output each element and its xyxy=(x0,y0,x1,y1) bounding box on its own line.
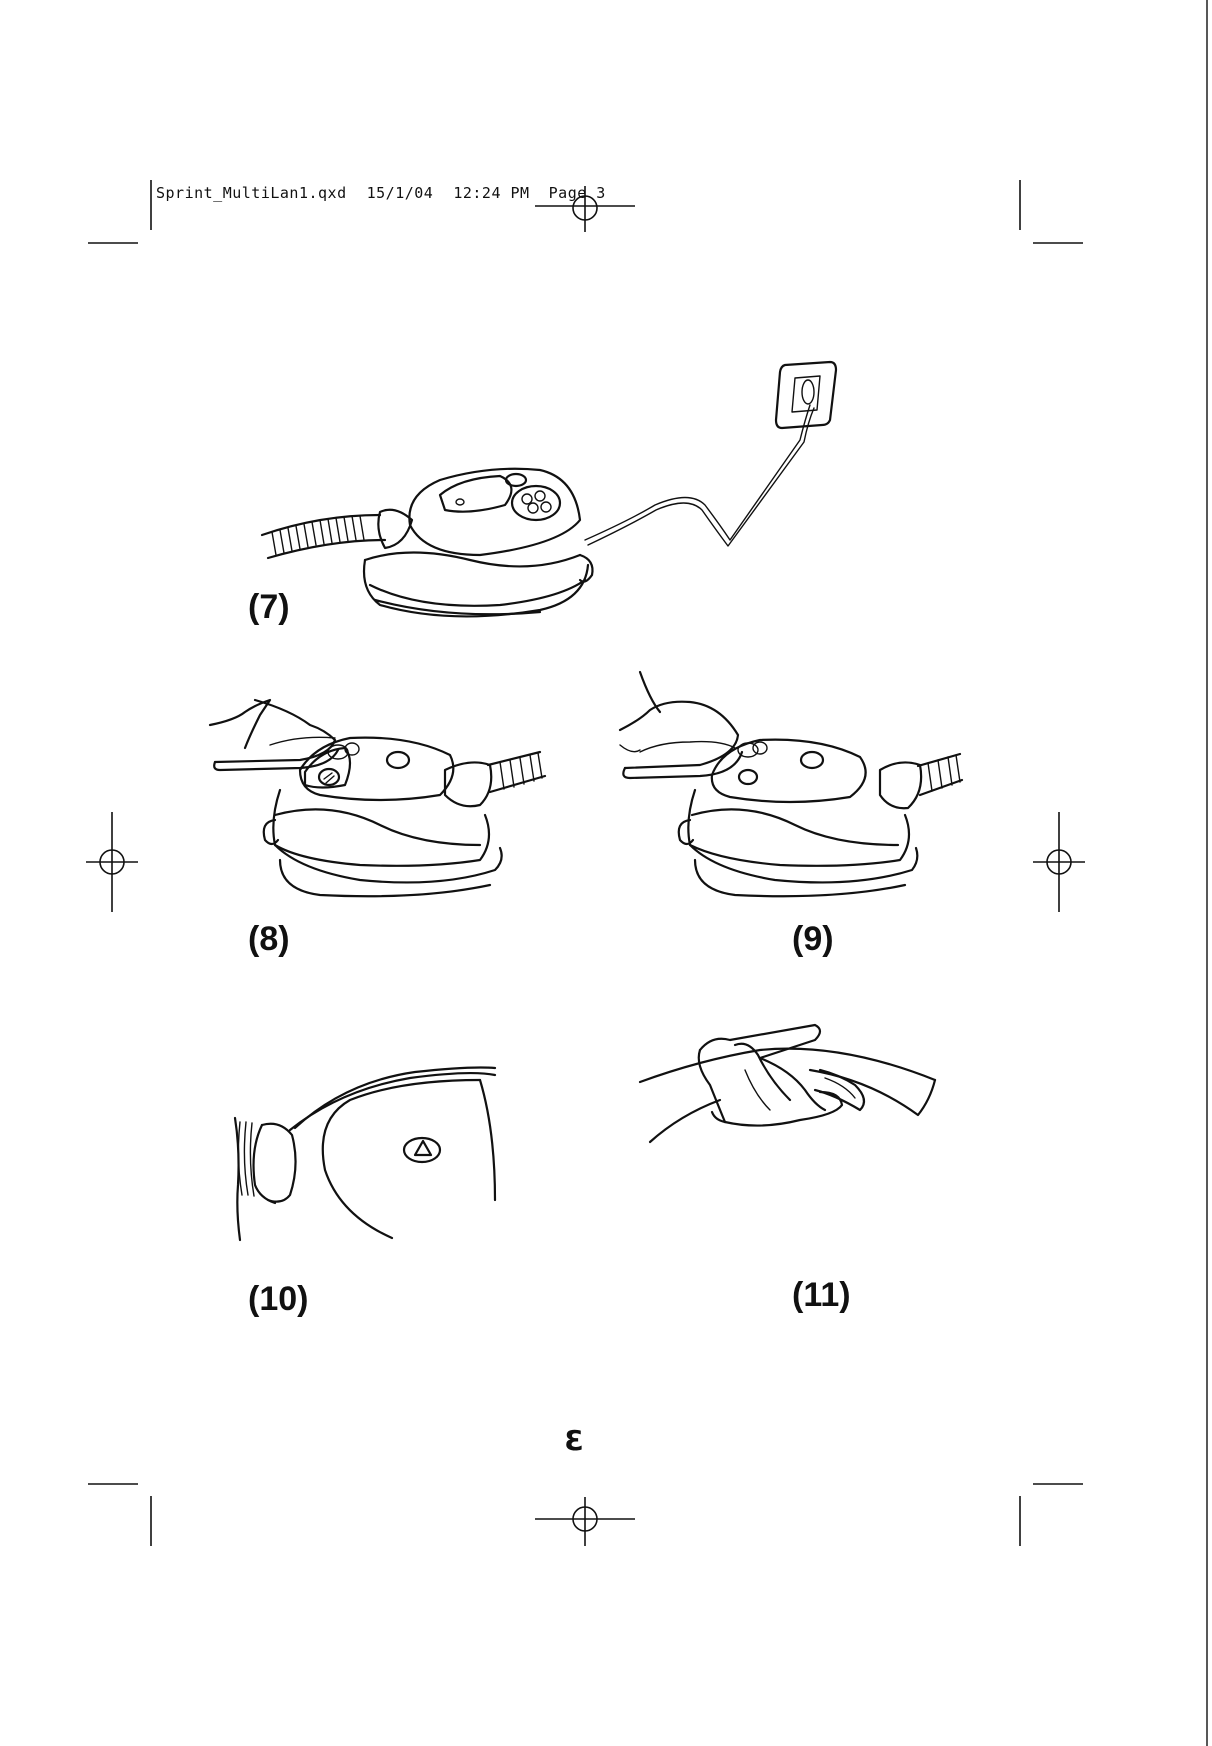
figure-10-label: (10) xyxy=(248,1280,309,1318)
figure-7-vacuum-plugged-in xyxy=(260,360,838,618)
slug-ampm: PM xyxy=(510,184,530,202)
figure-9-label: (9) xyxy=(792,920,834,958)
figure-9-foot-on-button xyxy=(618,670,964,898)
slug-time: 12:24 xyxy=(453,184,501,202)
page-number: 3 xyxy=(564,1424,584,1457)
slug-filename: Sprint_MultiLan1.qxd xyxy=(156,184,347,202)
registration-target-bottom xyxy=(535,1497,635,1546)
registration-target-left xyxy=(86,812,138,912)
figure-8-label: (8) xyxy=(248,920,290,958)
figure-10-hose-connector-closeup xyxy=(233,1066,497,1242)
figure-11-hand-holding-handle xyxy=(638,1023,937,1144)
registration-target-top xyxy=(535,186,635,232)
registration-target-right xyxy=(1033,812,1085,912)
slug-date: 15/1/04 xyxy=(366,184,434,202)
print-slug: Sprint_MultiLan1.qxd 15/1/04 12:24 PM Page… xyxy=(156,184,606,202)
figure-8-foot-on-button xyxy=(208,698,547,898)
figure-11-label: (11) xyxy=(792,1276,851,1314)
crop-marks xyxy=(88,180,1083,1546)
slug-page: Page 3 xyxy=(548,184,606,202)
figure-7-label: (7) xyxy=(248,588,290,626)
